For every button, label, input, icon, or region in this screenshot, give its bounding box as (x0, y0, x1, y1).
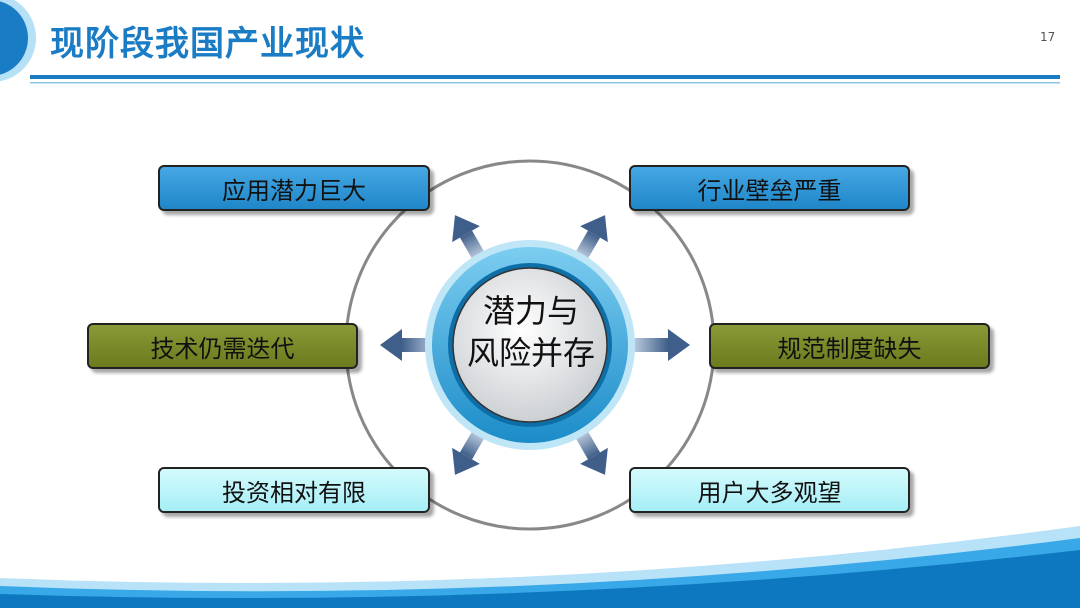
item-regulation-lacking: 规范制度缺失 (709, 323, 990, 369)
footer-wave (0, 526, 1080, 608)
item-tech-iteration: 技术仍需迭代 (87, 323, 358, 369)
item-investment-limited: 投资相对有限 (158, 467, 430, 513)
center-hub (425, 240, 635, 450)
page-title: 现阶段我国产业现状 (50, 24, 365, 64)
page-number: 17 (1040, 30, 1056, 44)
item-application-potential: 应用潜力巨大 (158, 165, 430, 211)
center-label: 潜力与 风险并存 (446, 290, 616, 374)
center-label-line2: 风险并存 (466, 334, 595, 372)
item-users-waiting: 用户大多观望 (629, 467, 910, 513)
header-circle-decoration (0, 0, 36, 82)
header-divider (30, 75, 1060, 79)
center-label-line1: 潜力与 (482, 292, 579, 330)
item-industry-barriers: 行业壁垒严重 (629, 165, 910, 211)
